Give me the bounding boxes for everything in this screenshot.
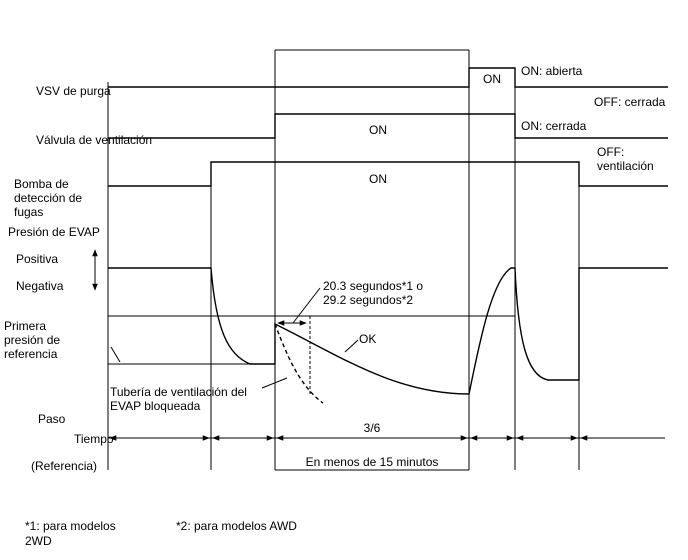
evap-label: Presión de EVAP [8, 225, 100, 239]
positive-label: Positiva [16, 252, 58, 266]
blocked-curve [274, 323, 324, 404]
reference-time-label: (Referencia) [31, 459, 97, 473]
reference-label-line-2: presión de [4, 333, 60, 347]
pump-off-note-line-2: ventilación [597, 159, 654, 173]
vsv-off-note: OFF: cerrada [594, 95, 666, 109]
vsv-on-label: ON [483, 72, 501, 86]
duration-note: En menos de 15 minutos [306, 455, 439, 469]
time-limit-text-line-1: 20.3 segundos*1 o [323, 279, 423, 293]
pump-label-line-3: fugas [14, 205, 43, 219]
pump-off-note-line-1: OFF: [597, 145, 624, 159]
footnote-1-line-1: *1: para modelos [25, 519, 116, 533]
valve-label: Válvula de ventilación [36, 133, 152, 147]
pump-label-line-1: Bomba de [14, 177, 69, 191]
blocked-label-line-1: Tubería de ventilación del [110, 385, 247, 399]
pump-on-label: ON [369, 172, 387, 186]
reference-label-line-3: referencia [4, 347, 58, 361]
ok-label: OK [359, 332, 376, 346]
pump-waveform [108, 161, 668, 187]
valve-waveform [108, 113, 668, 139]
ok-pointer [344, 339, 359, 353]
vsv-label: VSV de purga [36, 84, 111, 98]
negative-label: Negativa [16, 279, 64, 293]
reference-pointer [110, 346, 121, 363]
pump-label-line-2: detección de [14, 191, 82, 205]
time-limit-text-line-2: 29.2 segundos*2 [323, 293, 413, 307]
pressure-waveform [108, 267, 668, 395]
reference-label-line-1: Primera [4, 319, 46, 333]
valve-on-note: ON: cerrada [521, 119, 587, 133]
valve-on-label: ON [369, 123, 387, 137]
footnote-2: *2: para modelos AWD [176, 519, 297, 533]
vsv-waveform [108, 67, 668, 88]
time-label: Tiempo [74, 432, 114, 446]
blocked-pointer [261, 377, 288, 389]
footnote-1-line-2: 2WD [25, 534, 52, 548]
blocked-label-line-2: EVAP bloqueada [110, 399, 201, 413]
time-limit-pointer [292, 287, 321, 324]
step-value: 3/6 [364, 421, 381, 435]
step-label: Paso [38, 412, 66, 426]
vsv-on-note: ON: abierta [521, 64, 583, 78]
